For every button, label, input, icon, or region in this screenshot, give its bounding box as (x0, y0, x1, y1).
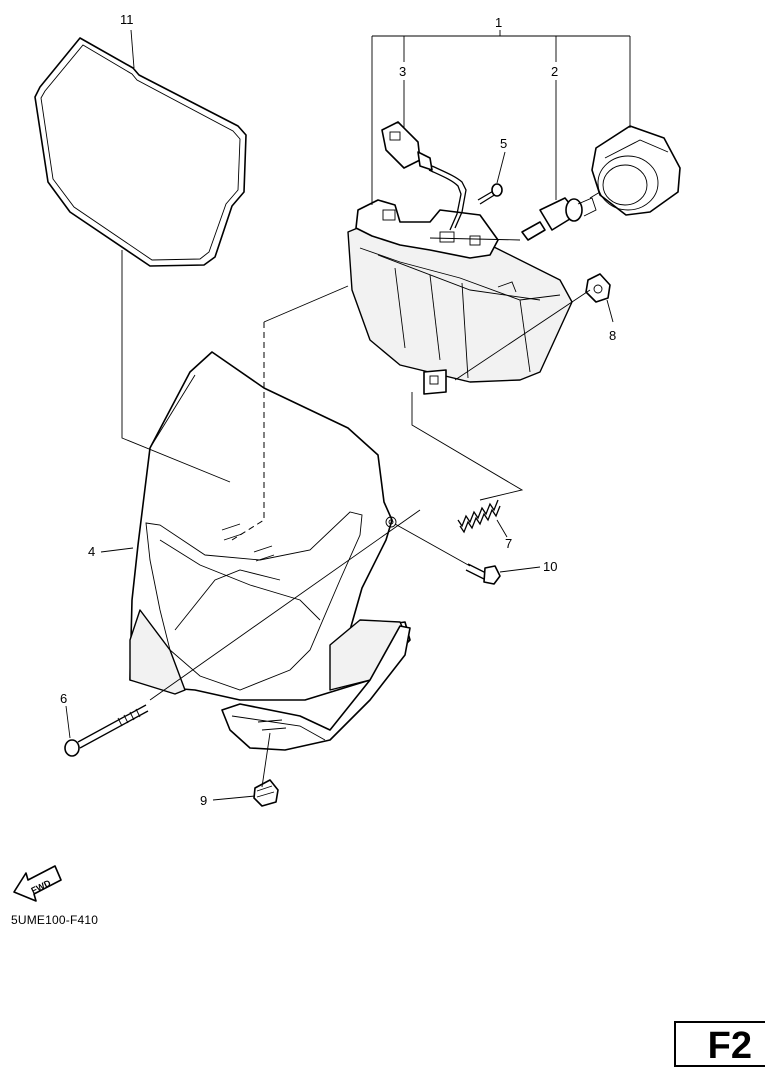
assembly-lines (121, 191, 601, 788)
part-10-bolt (465, 563, 501, 585)
part-1-headlight-assembly (347, 199, 573, 395)
callout-7: 7 (505, 536, 512, 551)
callout-11: 11 (120, 12, 134, 27)
part-4-headlight-cowl (129, 351, 411, 701)
part-6-long-screw (64, 704, 149, 757)
part-5-screw (477, 183, 503, 205)
part-8-nut (585, 273, 611, 303)
part-7-spring (457, 499, 501, 534)
callout-9: 9 (200, 793, 207, 808)
part-3-connector (381, 121, 467, 231)
callout-5: 5 (500, 136, 507, 151)
page-section-tab: F2 (674, 1021, 765, 1067)
part-9-lower-guard (221, 625, 411, 751)
callout-6: 6 (60, 691, 67, 706)
callout-4: 4 (88, 544, 95, 559)
part-9-grommet (253, 779, 279, 807)
page-section-label: F2 (707, 1025, 752, 1067)
diagram-reference-code: 5UME100-F410 (11, 913, 99, 927)
part-2-bulb (521, 197, 597, 241)
callout-1: 1 (495, 15, 502, 30)
callout-3: 3 (399, 64, 406, 79)
part-1-bulb-cover-ring (591, 125, 681, 216)
callout-10: 10 (543, 559, 557, 574)
fwd-arrow-icon: FWD (13, 865, 62, 902)
callout-8: 8 (609, 328, 616, 343)
callout-labels: 1 2 3 4 5 6 7 8 9 10 11 (60, 12, 616, 808)
part-11-cover-plate (34, 37, 247, 267)
leader-lines (65, 29, 631, 801)
callout-2: 2 (551, 64, 558, 79)
